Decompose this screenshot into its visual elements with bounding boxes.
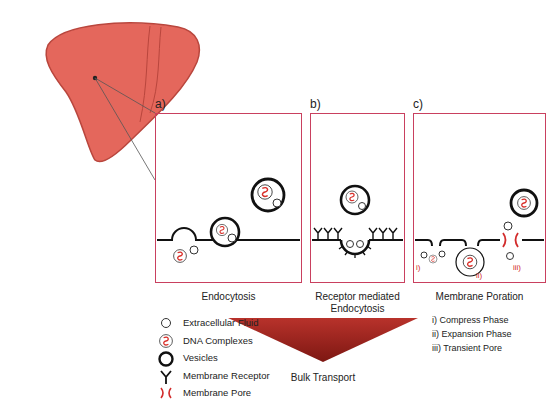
panel-box: a)Endocytosis: [155, 113, 302, 283]
phase-key: ii) Expansion Phase: [432, 328, 547, 340]
panel-caption: Endocytosis: [150, 291, 307, 303]
legend-samples: [160, 319, 173, 399]
phase-marker: iii): [513, 262, 537, 273]
legend-text: Membrane Pore: [183, 387, 251, 399]
panel-letter: c): [413, 97, 423, 111]
legend-text: Membrane Receptor: [183, 370, 270, 382]
panel-letter: a): [155, 97, 166, 111]
phase-marker: i): [416, 262, 436, 273]
receptor-endocytosis-scene: [312, 186, 403, 258]
panel-box: b)Receptor mediated Endocytosis: [310, 113, 405, 283]
phase-key: iii) Transient Pore: [432, 342, 547, 354]
panel-caption: Receptor mediated Endocytosis: [305, 291, 410, 315]
endocytosis-scene: [157, 179, 300, 262]
legend-text: Vesicles: [183, 352, 218, 364]
legend-text: DNA Complexes: [183, 335, 253, 347]
legend-text: Extracellular Fluid: [183, 317, 259, 329]
phase-marker: ii): [476, 270, 496, 281]
panel-box: c)Membrane Poration: [413, 113, 546, 283]
panel-letter: b): [310, 97, 321, 111]
phase-key: i) Compress Phase: [432, 314, 547, 326]
liver-illustration: [46, 23, 199, 180]
arrow-label: Bulk Transport: [273, 371, 373, 384]
panel-caption: Membrane Poration: [408, 291, 550, 303]
poration-scene: [415, 190, 544, 276]
